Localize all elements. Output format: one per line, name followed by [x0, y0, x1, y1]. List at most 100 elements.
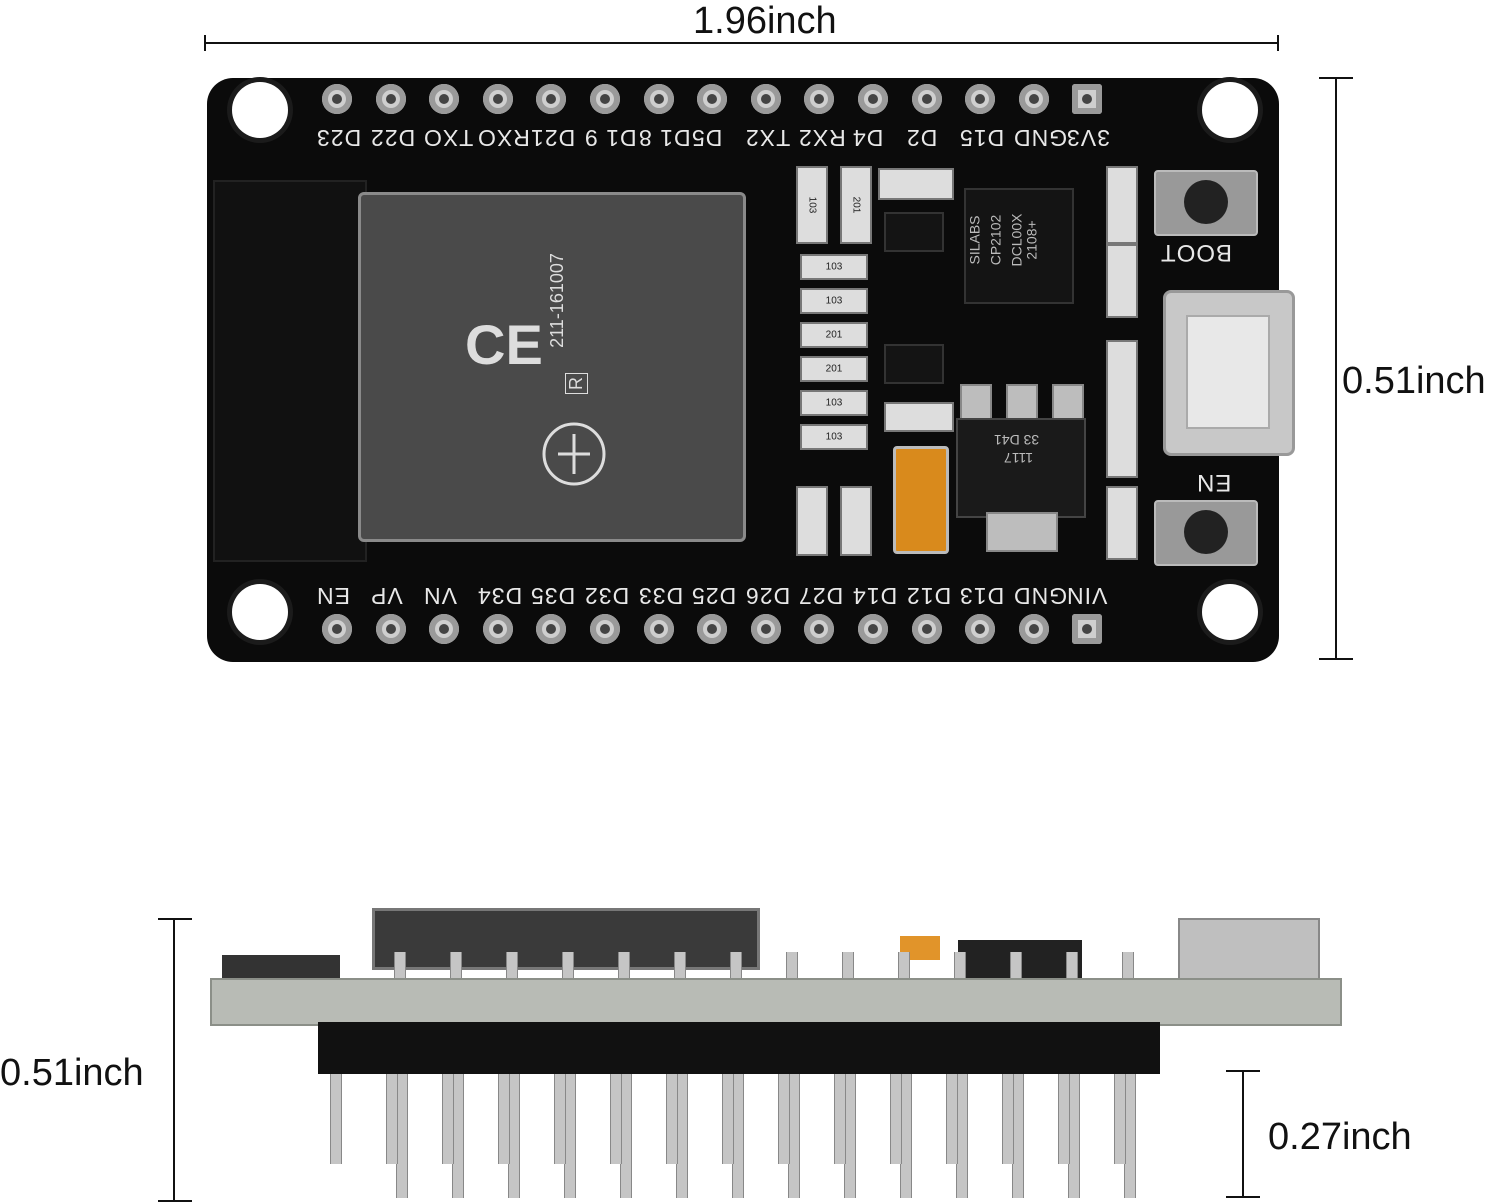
bottom-pin-label: EN: [316, 583, 350, 609]
side-pin-top: [954, 952, 966, 978]
top-pin: [429, 84, 460, 114]
resistor-array-item: 103: [800, 288, 868, 314]
side-height-tick-bottom: [158, 1200, 192, 1202]
bottom-pin: [1018, 614, 1049, 644]
wifi-module-shield: [358, 192, 746, 542]
side-pin-header: [318, 1022, 1160, 1074]
bottom-pin-label: D26: [744, 583, 790, 609]
resistor-r5: [1106, 166, 1138, 244]
bottom-pin: [482, 614, 513, 644]
side-pin-top: [730, 952, 742, 978]
module-code-text: 211-161007: [546, 253, 567, 348]
top-pin: [322, 84, 352, 114]
top-pin: [697, 84, 728, 114]
resistor-value: 103: [825, 397, 843, 409]
side-pin: [554, 1074, 566, 1164]
transistor-1: [884, 212, 944, 252]
side-pin: [834, 1074, 846, 1164]
bottom-pin-label: D12: [905, 583, 951, 609]
top-pin-label: D23: [316, 125, 362, 151]
top-pin: [482, 84, 513, 114]
side-pin: [778, 1074, 790, 1164]
resistor-value: 103: [825, 261, 843, 273]
resistor-value: 201: [825, 363, 843, 375]
top-pin: [750, 84, 781, 114]
bottom-pin-label: D13: [959, 583, 1005, 609]
usb-bridge-chip-text-3: DCL00X: [1008, 213, 1025, 267]
top-pin-label: D2: [905, 125, 937, 151]
side-antenna-edge: [222, 955, 340, 981]
top-pin-label: D21: [530, 125, 576, 151]
usb-bridge-chip-text-2: CP2102: [987, 214, 1004, 266]
ce-mark: CE: [465, 313, 543, 376]
resistor-r4: [884, 402, 954, 432]
top-pin-label: D4: [852, 125, 884, 151]
top-pin: [1018, 84, 1049, 114]
side-pin: [610, 1074, 622, 1164]
usb-bridge-chip-text-4: 2108+: [1023, 220, 1040, 260]
regulator-pin-1: [960, 384, 992, 422]
side-pin-top: [506, 952, 518, 978]
pin-length-tick-top: [1226, 1070, 1260, 1072]
bottom-pin-label: D32: [584, 583, 630, 609]
mounting-hole-top-left: [232, 82, 288, 138]
resistor-array-item: 201: [800, 322, 868, 348]
side-pcb: [210, 978, 1342, 1026]
bottom-pin-label: D25: [691, 583, 737, 609]
bottom-pin: [750, 614, 781, 644]
pin-length-tick-bottom: [1226, 1196, 1260, 1198]
resistor-r8: [1106, 486, 1138, 560]
resistor-r3: [878, 168, 954, 200]
antenna-area: [213, 180, 367, 562]
top-pin-label: 3V3: [1066, 125, 1111, 151]
usb-bridge-chip: [964, 188, 1074, 304]
side-pin: [386, 1074, 398, 1164]
mounting-hole-bottom-left: [232, 584, 288, 640]
side-pin: [498, 1074, 510, 1164]
en-button-label: EN: [1196, 469, 1232, 496]
height-dimension-tick-top: [1319, 77, 1353, 79]
bottom-pin: [858, 614, 888, 644]
resistor-array-item: 103: [800, 390, 868, 416]
side-pin-top: [842, 952, 854, 978]
bottom-pin-label: GND: [1012, 583, 1067, 609]
side-pin-top: [618, 952, 630, 978]
side-pin: [666, 1074, 678, 1164]
usb-bridge-chip-text-1: SILABS: [966, 215, 983, 265]
micro-usb-port[interactable]: [1163, 290, 1295, 456]
top-pin-label: RXO: [476, 125, 530, 151]
side-usb-port: [1178, 918, 1320, 980]
en-button[interactable]: [1154, 500, 1258, 566]
side-pin-top: [394, 952, 406, 978]
side-pin: [890, 1074, 902, 1164]
bottom-pin: [911, 614, 942, 644]
side-pin: [946, 1074, 958, 1164]
resistor-array-item: 201: [800, 356, 868, 382]
bottom-pin-label: VP: [369, 583, 403, 609]
side-pin-top: [1122, 952, 1134, 978]
width-dimension-line: [205, 42, 1278, 44]
height-dimension-line: [1335, 78, 1337, 660]
top-pin-label: D1 9: [584, 125, 637, 151]
bottom-pin: [1072, 614, 1103, 644]
width-dimension-tick-left: [204, 35, 206, 51]
resistor-value: 103: [825, 431, 843, 443]
boot-button-label: BOOT: [1160, 239, 1233, 266]
bottom-pin: [965, 614, 996, 644]
side-pin-top: [450, 952, 462, 978]
tantalum-capacitor: [893, 446, 949, 554]
side-pin: [1058, 1074, 1070, 1164]
mounting-hole-top-right: [1202, 82, 1258, 138]
side-pin-top: [1010, 952, 1022, 978]
voltage-regulator: [956, 418, 1086, 518]
top-pin: [911, 84, 942, 114]
resistor-r2: 201: [840, 166, 872, 244]
bottom-pin-label: D33: [637, 583, 683, 609]
top-pin: [804, 84, 835, 114]
boot-button[interactable]: [1154, 170, 1258, 236]
height-dimension-label: 0.51inch: [1342, 360, 1486, 402]
top-pin-label: RX2: [798, 125, 847, 151]
transistor-2: [884, 344, 944, 384]
top-pin-label: D22: [369, 125, 415, 151]
side-pin-top: [786, 952, 798, 978]
